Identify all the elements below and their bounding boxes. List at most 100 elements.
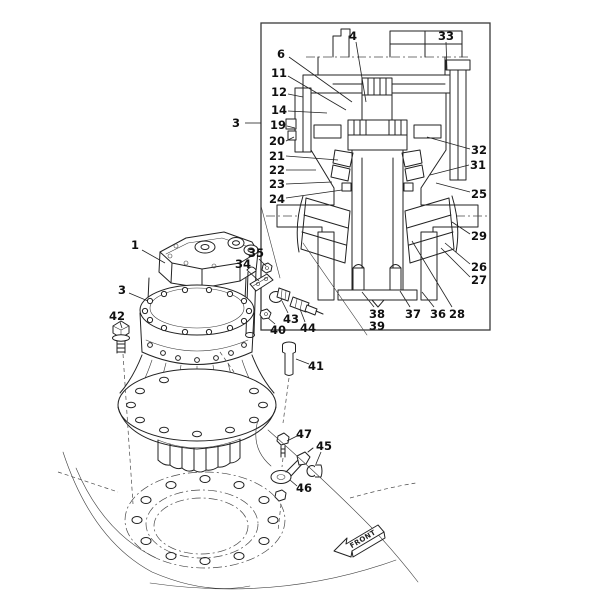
motor-port-1 [227,237,245,249]
callout-leader-inset-19 [286,125,296,129]
section-motor-top [389,30,463,58]
callout-inset-31: 31 [470,158,486,172]
callout-leader-inset-21 [285,155,339,161]
valve-bolt-2 [183,260,189,266]
section-shaft [351,149,404,291]
bolt-35 [261,262,273,274]
gearcase-drum [139,312,255,353]
callout-leader-inset-33 [445,41,448,71]
section-lower-bearing-right [404,197,455,264]
bolt-47 [276,432,290,458]
callout-leader-main-47 [286,435,298,442]
callout-inset-14: 14 [271,103,287,117]
callout-inset-28: 28 [449,307,465,321]
callout-leader-main-46 [289,479,298,487]
bracket-34 [249,273,274,292]
callout-leader-inset-11 [287,75,347,111]
callout-leader-inset-24 [285,189,343,199]
section-bottom-plate [337,289,418,301]
callout-main-43: 43 [283,312,299,326]
section-bolt-heads [352,264,402,269]
callout-leader-inset-36 [421,291,435,308]
section-right-cap [445,59,471,71]
section-bottom-bolts [352,267,402,291]
motor-pipe-end [245,332,255,338]
callout-inset-38: 38 [369,307,385,321]
deck-ring-mid [145,489,259,559]
callout-leader-main-43 [281,300,289,314]
plug-45 [306,464,323,478]
callout-leader-inset-26 [444,242,471,265]
section-plate-notch [371,299,385,308]
callout-inset-26: 26 [471,260,487,274]
front-arrow: FRONT [333,524,386,558]
motor-boss [194,240,216,254]
hardware-parts [112,262,324,532]
section-gear-teeth [347,119,408,136]
pin-41 [282,341,296,376]
motor-boss-hole [200,244,210,250]
callout-leader-inset-37 [399,290,411,308]
callout-main-3: 3 [118,283,126,297]
callout-inset-36: 36 [430,307,446,321]
detail-indicator-lines [260,205,368,336]
pinion-gear [157,438,241,473]
callout-inset-20: 20 [269,134,285,148]
bolt-42 [112,320,130,354]
callout-leader-inset-32 [426,136,471,150]
callout-main-40: 40 [270,323,286,337]
section-upper-bearing-right [401,149,425,182]
callout-leader-main-1 [141,249,166,264]
callout-leader-main-42 [119,321,123,329]
front-arrow-label: FRONT [349,528,378,550]
callout-inset-19: 19 [270,118,286,132]
section-left-fittings [285,118,297,141]
callout-main-34: 34 [235,257,251,271]
callout-inset-23: 23 [269,177,285,191]
motor-flange-bolts [141,286,253,336]
valve-bolt-4 [173,243,179,249]
motor-flange [139,284,255,336]
callout-inset-29: 29 [471,229,487,243]
callout-leader-inset-38 [361,291,375,308]
valve-bolt-1 [167,253,173,259]
section-coupling-splines [361,77,393,96]
callout-inset-3: 3 [232,116,240,130]
callout-leader-inset-4 [355,41,367,103]
motor-flange-inner [149,287,245,329]
callout-leader-main-40 [267,317,276,325]
callout-main-46: 46 [296,481,312,495]
base-flange-holes [126,376,268,438]
callout-leader-inset-20 [285,136,295,142]
callout-inset-12: 12 [271,85,287,99]
callout-inset-25: 25 [471,187,487,201]
section-seal-rings [313,124,442,139]
section-view [266,28,487,308]
callout-leader-inset-23 [285,181,333,185]
deck-ring-inner [153,497,249,555]
callout-leader-main-35 [258,258,267,267]
section-coupling [361,77,393,121]
deck-outline-curves [57,429,419,590]
callout-leader-inset-28 [411,240,453,308]
gearcase-drum-rim [145,339,249,352]
callout-leader-inset-25 [435,182,471,193]
deck-ring-outer [124,471,286,569]
grease-fitting-46 [255,419,314,502]
callout-inset-39: 39 [369,319,385,333]
section-top-bracket [332,28,351,58]
callout-leader-main-41 [295,358,310,365]
plug-40 [259,308,272,320]
gearcase-bolts [147,342,247,363]
section-upper-bearing-left [330,149,354,182]
callout-main-35: 35 [248,246,264,260]
deck-bolt-holes [131,475,279,565]
section-bearing-retainers [341,182,414,192]
section-bearing-races [296,195,459,253]
callout-leader-main-3 [128,292,149,302]
callout-inset-4: 4 [349,29,357,43]
section-lower-cylinders [317,231,438,301]
swing-bearing-deck [57,429,419,590]
